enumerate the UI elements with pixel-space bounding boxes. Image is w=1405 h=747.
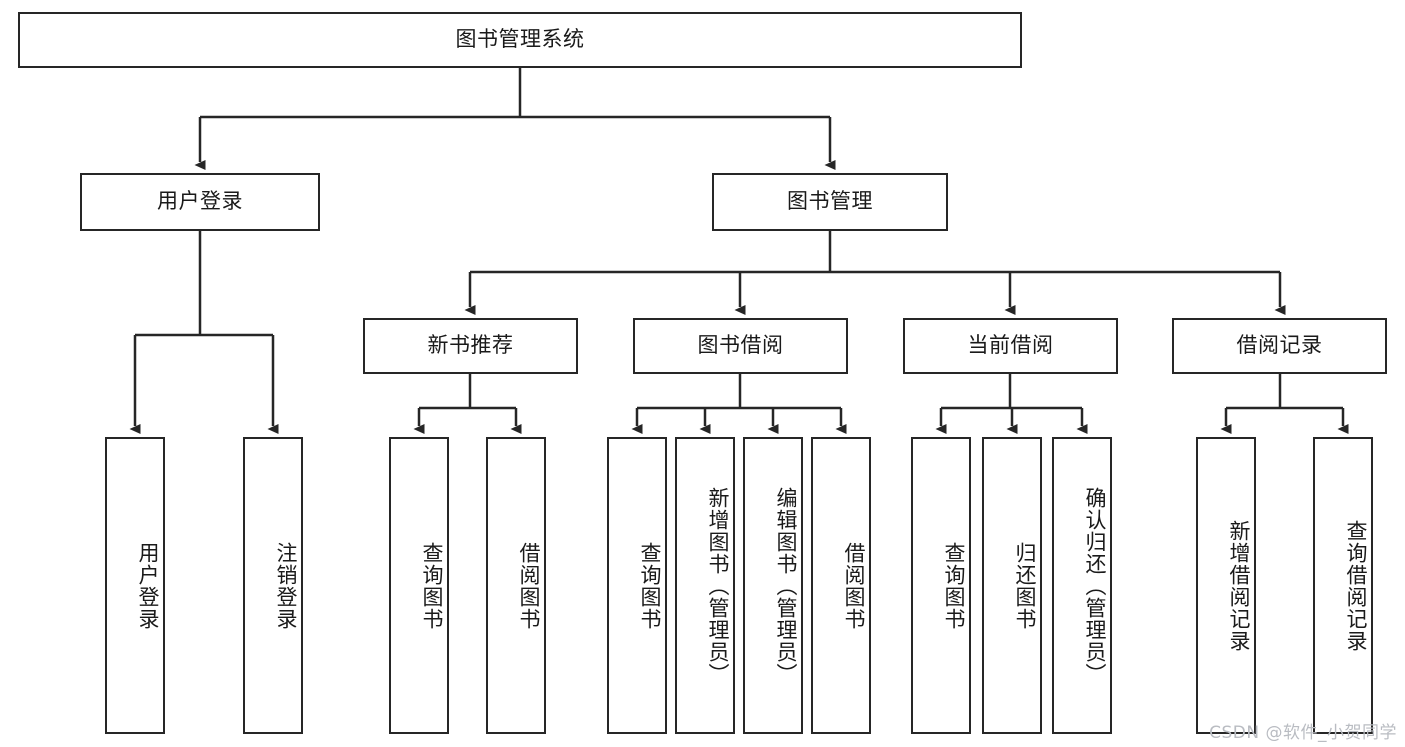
- node-user-login[interactable]: 用户登录: [80, 173, 320, 231]
- watermark: CSDN @软件_小贺同学: [1209, 723, 1397, 743]
- node-label: 当前借阅: [967, 333, 1054, 358]
- node-label: 用户登录: [136, 541, 160, 630]
- node-label: 归还图书: [1013, 541, 1037, 630]
- node-borrow-record[interactable]: 借阅记录: [1172, 318, 1387, 374]
- node-root[interactable]: 图书管理系统: [18, 12, 1022, 68]
- node-book-manage[interactable]: 图书管理: [712, 173, 948, 231]
- node-leaf-add-book-admin[interactable]: 新增图书（管理员）: [675, 437, 735, 734]
- node-label: 查询图书: [638, 541, 662, 630]
- node-book-borrow[interactable]: 图书借阅: [633, 318, 848, 374]
- node-leaf-confirm-return-admin[interactable]: 确认归还（管理员）: [1052, 437, 1112, 734]
- node-label: 新书推荐: [427, 333, 514, 358]
- node-leaf-borrow-book-1[interactable]: 借阅图书: [486, 437, 546, 734]
- node-label: 查询图书: [942, 541, 966, 630]
- node-label: 借阅记录: [1236, 333, 1323, 358]
- node-leaf-edit-book-admin[interactable]: 编辑图书（管理员）: [743, 437, 803, 734]
- node-label: 借阅图书: [517, 541, 541, 630]
- node-leaf-add-borrow-record[interactable]: 新增借阅记录: [1196, 437, 1256, 734]
- node-label: 查询图书: [420, 541, 444, 630]
- node-label: 新增借阅记录: [1227, 519, 1251, 652]
- node-leaf-query-book-1[interactable]: 查询图书: [389, 437, 449, 734]
- node-leaf-query-book-3[interactable]: 查询图书: [911, 437, 971, 734]
- node-label: 编辑图书（管理员）: [774, 486, 798, 685]
- node-label: 借阅图书: [842, 541, 866, 630]
- node-leaf-user-login[interactable]: 用户登录: [105, 437, 165, 734]
- node-label: 用户登录: [157, 189, 243, 214]
- node-label: 图书管理系统: [455, 27, 585, 52]
- node-label: 新增图书（管理员）: [706, 486, 730, 685]
- node-leaf-query-borrow-record[interactable]: 查询借阅记录: [1313, 437, 1373, 734]
- node-label: 注销登录: [274, 541, 298, 630]
- node-label: 图书借阅: [697, 333, 784, 358]
- node-leaf-borrow-book-2[interactable]: 借阅图书: [811, 437, 871, 734]
- node-leaf-return-book[interactable]: 归还图书: [982, 437, 1042, 734]
- node-label: 图书管理: [787, 189, 873, 214]
- node-label: 查询借阅记录: [1344, 519, 1368, 652]
- node-new-book-recommend[interactable]: 新书推荐: [363, 318, 578, 374]
- node-leaf-query-book-2[interactable]: 查询图书: [607, 437, 667, 734]
- node-leaf-user-logout[interactable]: 注销登录: [243, 437, 303, 734]
- node-label: 确认归还（管理员）: [1083, 486, 1107, 685]
- node-current-borrow[interactable]: 当前借阅: [903, 318, 1118, 374]
